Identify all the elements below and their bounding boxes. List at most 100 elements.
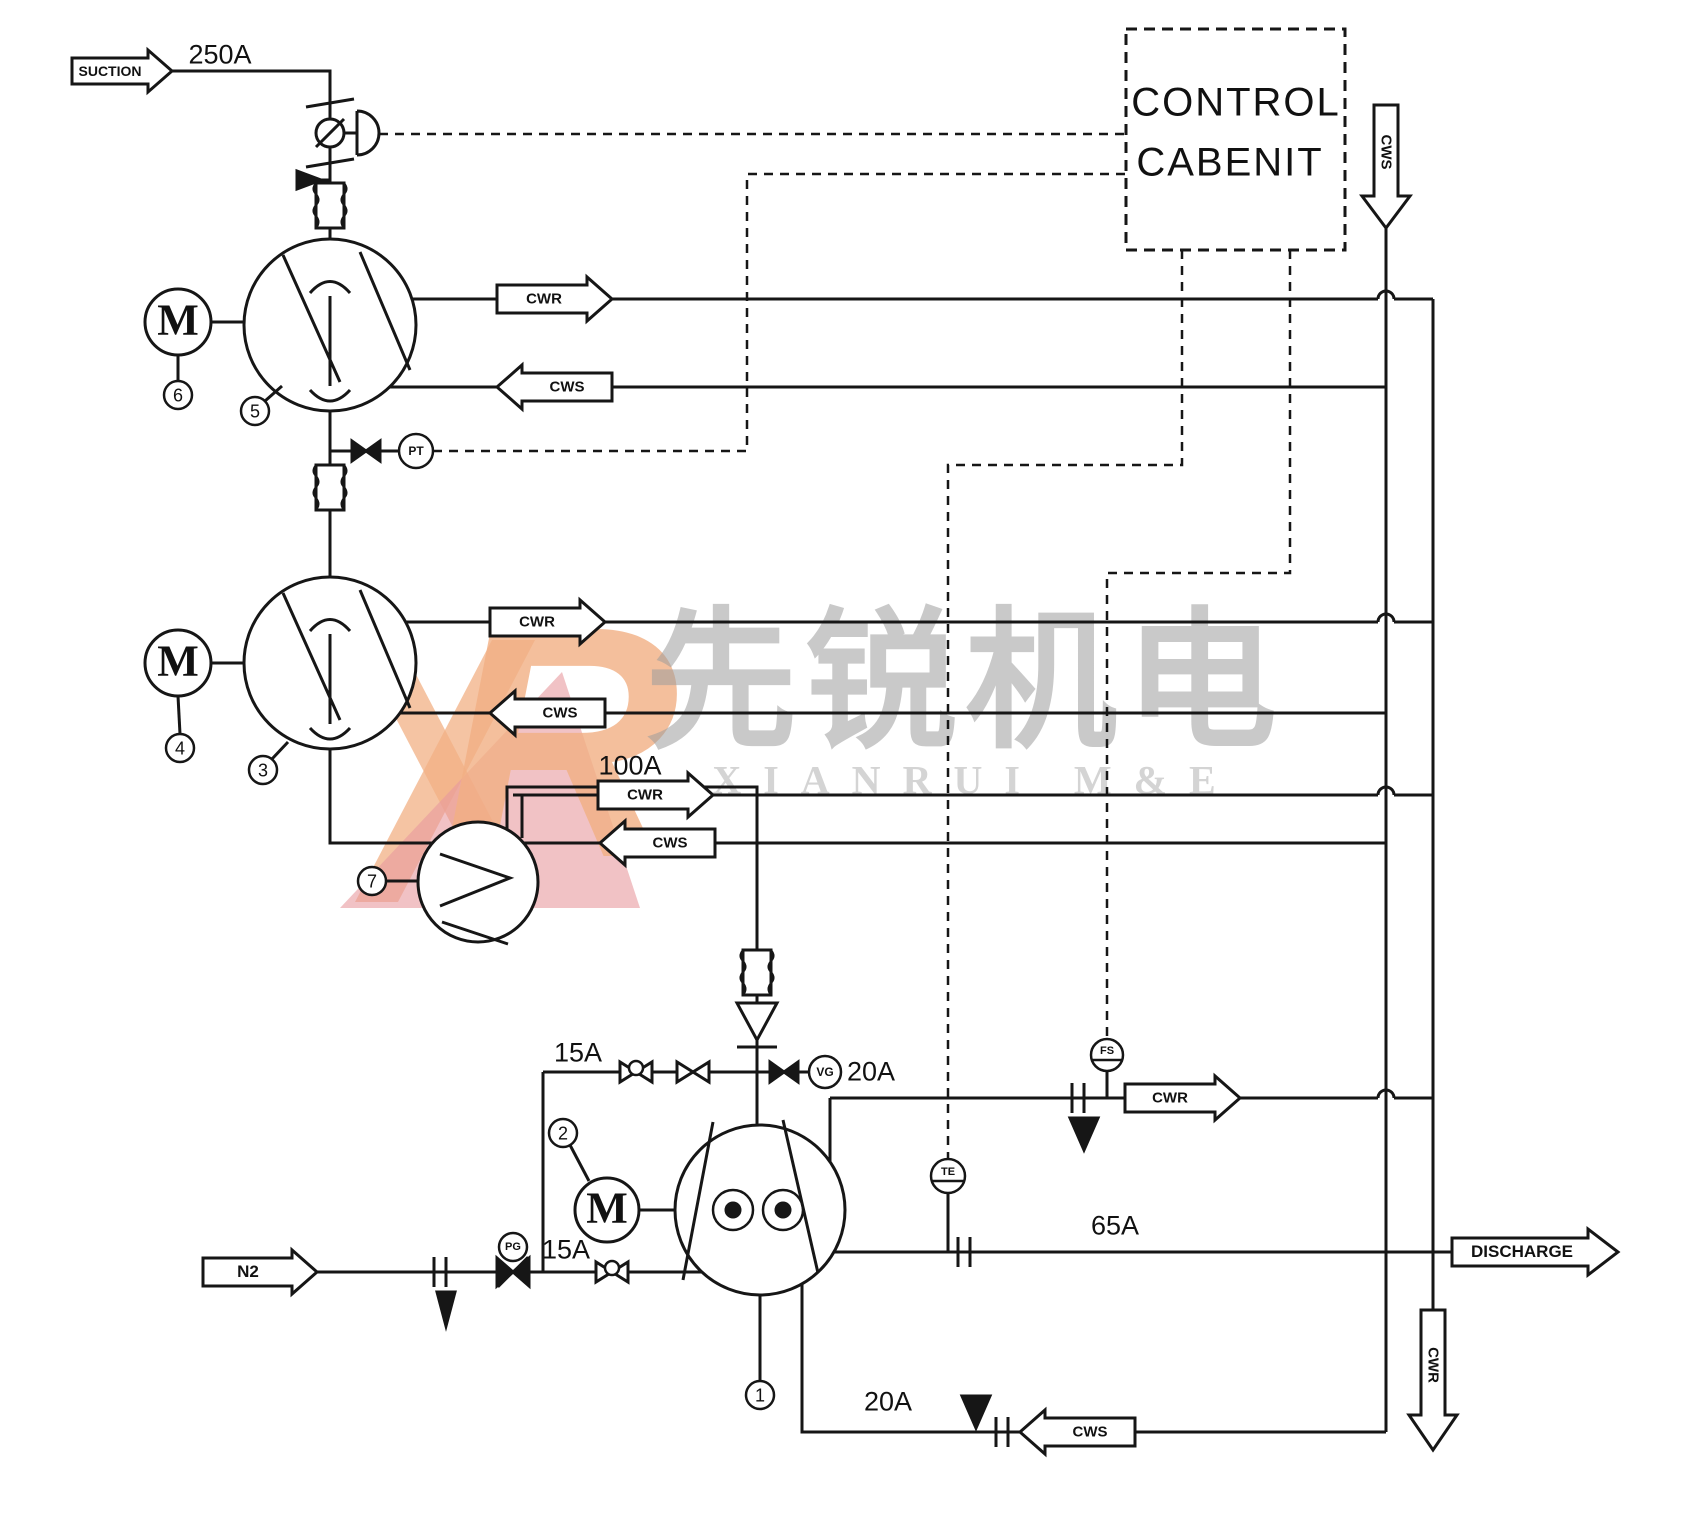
cwr-arrow-pump1: [1123, 1072, 1243, 1124]
size-250a: 250A: [188, 39, 252, 70]
motor-pump3-label: M: [157, 636, 199, 686]
valve-actuator-icon: [355, 109, 381, 157]
size-20a-cws: 20A: [863, 1386, 913, 1417]
size-15a-top: 15A: [553, 1037, 603, 1068]
cwr-outlet-label: CWR: [1424, 1347, 1442, 1383]
item-2-balloon: [547, 1117, 579, 1149]
vent-icon: [295, 168, 330, 192]
cwr-arrow-hx: [596, 769, 716, 821]
pt-label: PT: [408, 444, 424, 458]
pump-3-symbol: [242, 575, 418, 751]
item4-leader: [176, 695, 182, 735]
control-cabinet-box: [1124, 27, 1347, 252]
size-100a: 100A: [598, 750, 662, 781]
cws-arrow-hx: [597, 817, 717, 869]
cwr-tag-pump3: CWR: [519, 613, 555, 631]
pt-valve-icon: [350, 438, 369, 464]
pump-1-symbol: [673, 1119, 847, 1297]
gate-valve-icon: [675, 1059, 711, 1085]
suction-label: SUCTION: [78, 63, 142, 79]
signal-lines: [379, 132, 1292, 1159]
cws-inlet-label: CWS: [1377, 134, 1395, 170]
item2-leader: [568, 1144, 591, 1182]
cws-arrow-pump3: [487, 687, 607, 739]
item-5-label: 5: [249, 401, 261, 422]
n2-union-icon: [432, 1257, 457, 1332]
drain-icon: [435, 1290, 457, 1332]
bellows-3-icon: [739, 948, 775, 997]
cws-union-icon: [994, 1417, 1010, 1447]
cwr-tag-pump5: CWR: [526, 290, 562, 308]
discharge-label: DISCHARGE: [1470, 1242, 1574, 1261]
item-5-balloon: [239, 395, 271, 427]
pipe-20a-cws: [800, 1284, 1386, 1434]
item3-leader: [270, 740, 290, 761]
n2-label: N2: [237, 1262, 259, 1281]
cws-tag-pump1: CWS: [1072, 1423, 1108, 1441]
suction-pipe: [172, 69, 332, 105]
pg-regulator: [495, 1231, 531, 1290]
globe-valve-1-icon: [618, 1059, 654, 1085]
fs-instrument: [1089, 1037, 1125, 1073]
cwr-union-icon: [1067, 1083, 1101, 1154]
te-label: TE: [940, 1166, 956, 1178]
bellows-1-icon: [312, 181, 348, 230]
cws-tag-hx: CWS: [652, 834, 688, 852]
pipe-pump3-to-hx: [328, 749, 436, 845]
pump-5-symbol: [242, 237, 418, 413]
pipe-20a-cwr: [828, 1088, 1433, 1162]
cws-tag-pump3: CWS: [542, 704, 578, 722]
pg-label: PG: [505, 1241, 521, 1253]
vg-instrument-circle: [807, 1054, 843, 1090]
cws-arrow-pump1: [1017, 1406, 1137, 1458]
n2-flag: [201, 1246, 320, 1298]
item-7-balloon: [356, 865, 388, 897]
discharge-flag: [1450, 1225, 1621, 1279]
drain-icon-3: [959, 1394, 993, 1432]
cwr-tag-pump1: CWR: [1152, 1089, 1188, 1107]
item5-leader: [264, 384, 283, 403]
item-1-label: 1: [754, 1385, 766, 1406]
suction-flag: [70, 46, 175, 96]
item-1-balloon: [744, 1379, 776, 1411]
cwr-arrow-pump3: [488, 596, 608, 648]
fs-label: FS: [1099, 1045, 1115, 1057]
bellows-2-icon: [312, 463, 348, 512]
butterfly-valve: [305, 97, 381, 169]
pt-branch: [330, 432, 435, 470]
item-4-label: 4: [174, 738, 186, 759]
cws-arrow-pump5: [494, 361, 614, 413]
item-4-balloon: [164, 732, 196, 764]
check-valve-icon: [734, 1001, 780, 1049]
vg-branch: [757, 1054, 843, 1090]
size-15a-bottom: 15A: [541, 1234, 591, 1265]
size-65a: 65A: [1090, 1210, 1140, 1241]
pipe-100a: [505, 785, 759, 950]
signal-cabinet-to-fs: [1105, 250, 1292, 1039]
item-2-label: 2: [557, 1123, 569, 1144]
heat-exchanger-symbol: [416, 820, 540, 946]
item-6-balloon: [162, 379, 194, 411]
cws-tag-pump5: CWS: [549, 378, 585, 396]
item-3-balloon: [247, 754, 279, 786]
pg-instrument-circle: [497, 1231, 529, 1263]
size-20a-cwr: 20A: [846, 1056, 896, 1087]
pg-valve-icon: [495, 1254, 516, 1290]
drain-icon-2: [1067, 1116, 1101, 1154]
item-6-label: 6: [172, 385, 184, 406]
cwr-arrow-pump5: [495, 273, 615, 325]
discharge-union-icon: [956, 1237, 972, 1267]
pipe-cwr-hx: [513, 785, 1433, 838]
cwr-outlet-flag: [1406, 1308, 1460, 1453]
globe-valve-2-icon: [594, 1259, 630, 1285]
cwr-tag-hx: CWR: [627, 786, 663, 804]
cws-inlet-flag: [1359, 103, 1413, 231]
motor-pump1-label: M: [586, 1183, 628, 1233]
cabinet-title-line1: CONTROL: [1131, 80, 1341, 125]
vg-label: VG: [816, 1065, 834, 1079]
vg-valve-icon: [768, 1059, 787, 1085]
motor-pump5-label: M: [157, 295, 199, 345]
signal-pt-to-cabinet: [433, 172, 1126, 453]
